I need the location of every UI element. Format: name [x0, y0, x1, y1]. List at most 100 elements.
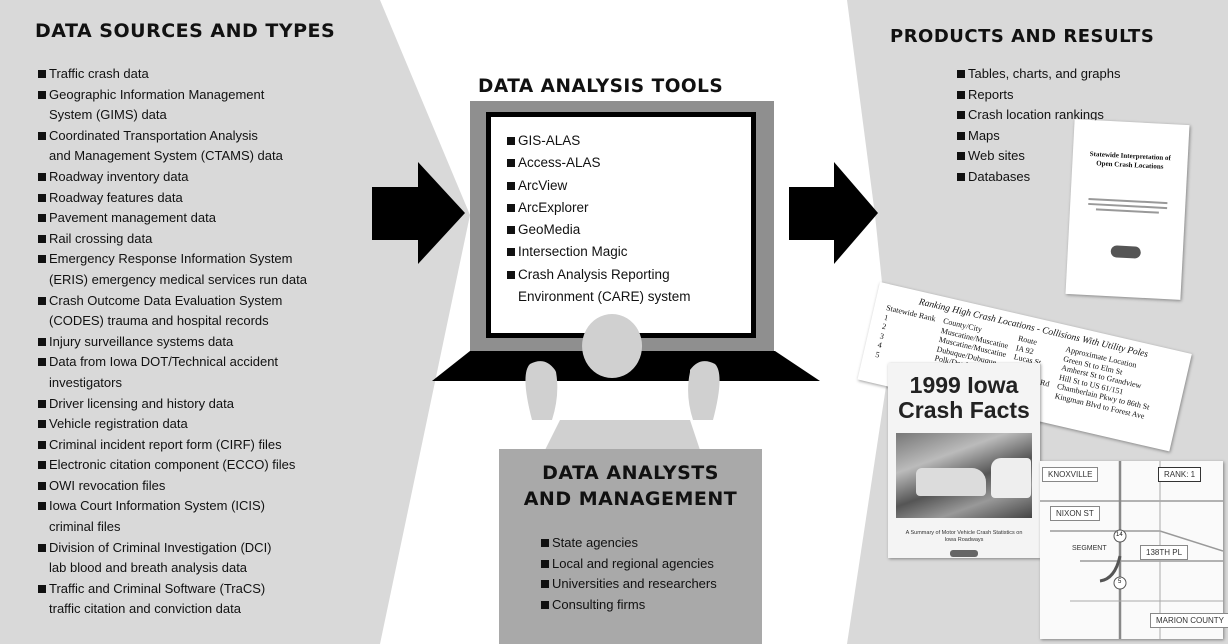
analyst-item: Universities and researchers — [541, 574, 717, 595]
analysts-title-line2: AND MANAGEMENT — [523, 488, 738, 510]
route-14-shield — [1113, 529, 1127, 543]
bullet-icon — [38, 337, 46, 346]
source-item-text: Vehicle registration data — [49, 416, 188, 432]
tool-item-text: GeoMedia — [518, 222, 581, 238]
tools-title: DATA ANALYSIS TOOLS — [478, 76, 724, 97]
product-item: Reports — [957, 85, 1120, 106]
products-title: PRODUCTS AND RESULTS — [890, 26, 1155, 47]
map-label-nixon: NIXON ST — [1050, 506, 1100, 521]
source-item-text: lab blood and breath analysis data — [49, 560, 248, 576]
product-item: Web sites — [957, 146, 1120, 167]
analysts-title-line1: DATA ANALYSTS — [542, 462, 719, 484]
bullet-icon — [38, 440, 46, 449]
bullet-icon — [957, 131, 965, 140]
tool-item: ArcView — [507, 175, 691, 197]
source-item-text: Roadway features data — [49, 189, 183, 205]
source-item: Division of Criminal Investigation (DCI) — [38, 538, 307, 559]
tool-item: ArcExplorer — [507, 197, 691, 219]
product-item: Maps — [957, 126, 1120, 147]
report-document: Statewide Interpretation of Open Crash L… — [1065, 119, 1190, 300]
source-item: Pavement management data — [38, 208, 307, 229]
book-photo — [896, 433, 1032, 518]
analyst-figure — [525, 314, 720, 420]
bullet-icon — [507, 203, 515, 212]
source-item: Driver licensing and history data — [38, 394, 307, 415]
source-item-text: Driver licensing and history data — [49, 395, 234, 411]
source-item-continuation: and Management System (CTAMS) data — [38, 146, 307, 167]
source-item-continuation: traffic citation and conviction data — [38, 599, 307, 620]
sources-panel — [0, 0, 470, 644]
bullet-icon — [38, 481, 46, 490]
bullet-icon — [541, 539, 549, 547]
source-item-text: Division of Criminal Investigation (DCI) — [49, 539, 272, 555]
tool-item-text: Environment (CARE) system — [518, 289, 691, 305]
source-item-text: investigators — [49, 374, 122, 390]
source-item-text: Emergency Response Information System — [49, 251, 293, 267]
bullet-icon — [507, 226, 515, 235]
monitor-screen — [491, 117, 751, 333]
map-label-route5: 5 — [1118, 579, 1122, 585]
bullet-icon — [957, 172, 965, 181]
bullet-icon — [507, 137, 515, 145]
tool-item-text: Crash Analysis Reporting — [518, 266, 670, 282]
bullet-icon — [38, 420, 46, 429]
bullet-icon — [38, 234, 46, 243]
map-label-138th: 138TH PL — [1140, 545, 1189, 560]
bullet-icon — [541, 580, 549, 589]
source-item-text: System (GIMS) data — [49, 107, 167, 123]
analyst-item: Local and regional agencies — [541, 554, 717, 575]
source-item: OWI revocation files — [38, 476, 307, 497]
bullet-icon — [38, 358, 46, 367]
analyst-item: Consulting firms — [541, 595, 717, 616]
source-item-text: Roadway inventory data — [49, 168, 189, 184]
report-logo — [1109, 245, 1141, 259]
product-item-text: Tables, charts, and graphs — [968, 66, 1121, 81]
bullet-icon — [38, 584, 46, 593]
crash-facts-book: 1999 Iowa Crash Facts A Summary of Motor… — [888, 363, 1040, 558]
source-item: Traffic and Criminal Software (TraCS) — [38, 579, 307, 600]
analyst-item-text: State agencies — [552, 535, 639, 550]
source-item-text: Traffic and Criminal Software (TraCS) — [49, 580, 266, 596]
bullet-icon — [957, 70, 965, 78]
source-item: Coordinated Transportation Analysis — [38, 126, 307, 147]
source-item: Emergency Response Information System — [38, 249, 307, 270]
tool-item: Crash Analysis Reporting — [507, 264, 691, 286]
source-item-continuation: investigators — [38, 373, 307, 394]
analyst-item: State agencies — [541, 533, 717, 554]
source-item-text: OWI revocation files — [49, 477, 166, 493]
tool-item-text: Access-ALAS — [518, 155, 601, 171]
source-item-text: Pavement management data — [49, 210, 216, 226]
product-item: Databases — [957, 167, 1120, 188]
bullet-icon — [507, 159, 515, 168]
source-item: Injury surveillance systems data — [38, 332, 307, 353]
source-item: Roadway features data — [38, 188, 307, 209]
bullet-icon — [38, 255, 46, 264]
bullet-icon — [38, 131, 46, 140]
source-item-text: traffic citation and conviction data — [49, 601, 241, 617]
source-item: Geographic Information Management — [38, 85, 307, 106]
analyst-body — [545, 420, 700, 450]
tool-item-text: ArcView — [518, 177, 568, 193]
book-caption: A Summary of Motor Vehicle Crash Statist… — [905, 530, 1023, 543]
source-item-text: (CODES) trauma and hospital records — [49, 313, 269, 329]
bullet-icon — [541, 559, 549, 568]
bullet-icon — [38, 214, 46, 223]
sources-title: DATA SOURCES AND TYPES — [35, 20, 336, 42]
map-label-knoxville: KNOXVILLE — [1042, 467, 1099, 482]
product-item: Tables, charts, and graphs — [957, 64, 1120, 85]
source-item-continuation: System (GIMS) data — [38, 105, 307, 126]
tool-item: Access-ALAS — [507, 152, 691, 174]
report-title: Statewide Interpretation of Open Crash L… — [1089, 149, 1172, 171]
arrow-right-icon — [789, 162, 878, 264]
source-item-text: Injury surveillance systems data — [49, 333, 234, 349]
source-item: Traffic crash data — [38, 64, 307, 85]
source-item: Data from Iowa DOT/Technical accident — [38, 352, 307, 373]
tool-item-text: Intersection Magic — [518, 244, 628, 260]
source-item: Criminal incident report form (CIRF) fil… — [38, 435, 307, 456]
bullet-icon — [507, 248, 515, 257]
tool-item-text: ArcExplorer — [518, 199, 589, 215]
report-lines — [1088, 197, 1168, 214]
product-item-text: Reports — [968, 86, 1014, 102]
